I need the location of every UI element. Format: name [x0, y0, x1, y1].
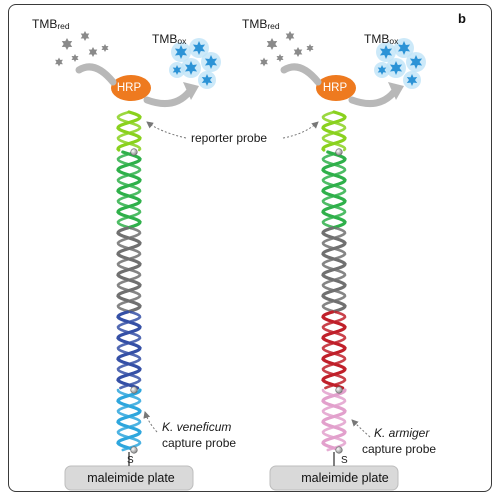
helix-segment-5-strand-2	[116, 388, 142, 452]
capture-pointer-right	[351, 419, 371, 438]
tmb-red-molecule-3	[293, 47, 303, 57]
tmb-ox-label-right: TMBox	[364, 32, 399, 46]
tmb-red-molecule-1	[266, 38, 278, 50]
capture-species-left: K. veneficum	[162, 420, 232, 434]
panel-letter: b	[458, 11, 466, 26]
hrp-enzyme	[111, 75, 151, 101]
conversion-arrow-out	[143, 88, 193, 108]
reporter-probe-pointers	[143, 121, 371, 438]
junction-bead-2	[130, 386, 138, 394]
junction-bead-3	[130, 446, 138, 454]
thiol-label-right: S	[341, 455, 348, 466]
conversion-arrow-in	[280, 63, 322, 86]
plate-label-right: maleimide plate	[301, 471, 389, 485]
tmb-ox-molecule-6	[172, 65, 182, 75]
helix-segment-5-strand-2	[321, 388, 347, 452]
tmb-ox-molecule-2	[397, 41, 411, 55]
helix-segment-2-strand-2	[321, 150, 347, 230]
hrp-enzyme	[316, 75, 356, 101]
tmb-ox-molecule-3	[409, 55, 423, 69]
tmb-ox-molecule-3	[204, 55, 218, 69]
tmb-red-label-left: TMBred	[32, 17, 70, 31]
hrp-label-right: HRP	[322, 82, 348, 94]
tmb-red-label-right: TMBred	[242, 17, 280, 31]
tmb-ox-molecule-5	[201, 74, 213, 86]
tmb-ox-molecule-1	[174, 45, 188, 59]
helix-segment-4-strand-1	[321, 310, 347, 390]
left-assembly	[55, 31, 221, 491]
helix-segment-3-strand-2	[116, 226, 142, 314]
helix-segment-4-strand-2	[321, 310, 347, 390]
junction-bead-1	[130, 148, 138, 156]
helix-segment-1-strand-2	[116, 110, 142, 152]
helix-segment-5-strand-1	[116, 388, 142, 452]
junction-bead-1	[335, 148, 343, 156]
right-assembly	[260, 31, 426, 491]
tmb-ox-molecule-5	[406, 74, 418, 86]
helix-segment-4-strand-2	[116, 310, 142, 390]
conversion-arrow-in	[75, 63, 117, 86]
helix-segment-4-strand-1	[116, 310, 142, 390]
reporter-pointer-right	[282, 121, 319, 139]
conversion-arrowhead	[388, 82, 404, 100]
tmb-red-molecule-4	[55, 57, 63, 67]
helix-segment-2-strand-2	[116, 150, 142, 230]
capture-pointer-left	[143, 411, 158, 433]
tmb-ox-label-left: TMBox	[152, 32, 187, 46]
junction-bead-3	[335, 446, 343, 454]
tmb-red-molecule-4	[260, 57, 268, 67]
tmb-red-molecule-2	[285, 31, 295, 41]
tmb-ox-molecule-6	[377, 65, 387, 75]
helix-segment-1-strand-2	[321, 110, 347, 152]
helix-segment-3-strand-2	[321, 226, 347, 314]
capture-probe-label-left: capture probe	[162, 436, 237, 450]
tmb-ox-molecule-4	[389, 61, 403, 75]
figure-frame	[8, 4, 492, 492]
tmb-red-molecule-3	[88, 47, 98, 57]
tmb-red-molecule-5	[276, 54, 284, 62]
tmb-ox-molecule-4	[184, 61, 198, 75]
conversion-arrowhead	[183, 82, 199, 100]
reporter-probe-label: reporter probe	[191, 131, 268, 145]
tmb-red-molecule-1	[61, 38, 73, 50]
tmb-red-molecule-6	[101, 44, 109, 52]
hrp-label-left: HRP	[116, 82, 142, 94]
capture-probe-label-right: capture probe	[362, 442, 437, 456]
tmb-ox-molecule-1	[379, 45, 393, 59]
conversion-arrow-out	[348, 88, 398, 108]
thiol-label-left: S	[127, 455, 134, 466]
plate-label-left: maleimide plate	[87, 471, 175, 485]
tmb-red-molecule-5	[71, 54, 79, 62]
junction-bead-2	[335, 386, 343, 394]
tmb-ox-molecule-2	[192, 41, 206, 55]
tmb-red-molecule-6	[306, 44, 314, 52]
tmb-red-molecule-2	[80, 31, 90, 41]
helix-segment-5-strand-1	[321, 388, 347, 452]
reporter-pointer-left	[146, 121, 187, 139]
capture-species-right: K. armiger	[374, 426, 430, 440]
